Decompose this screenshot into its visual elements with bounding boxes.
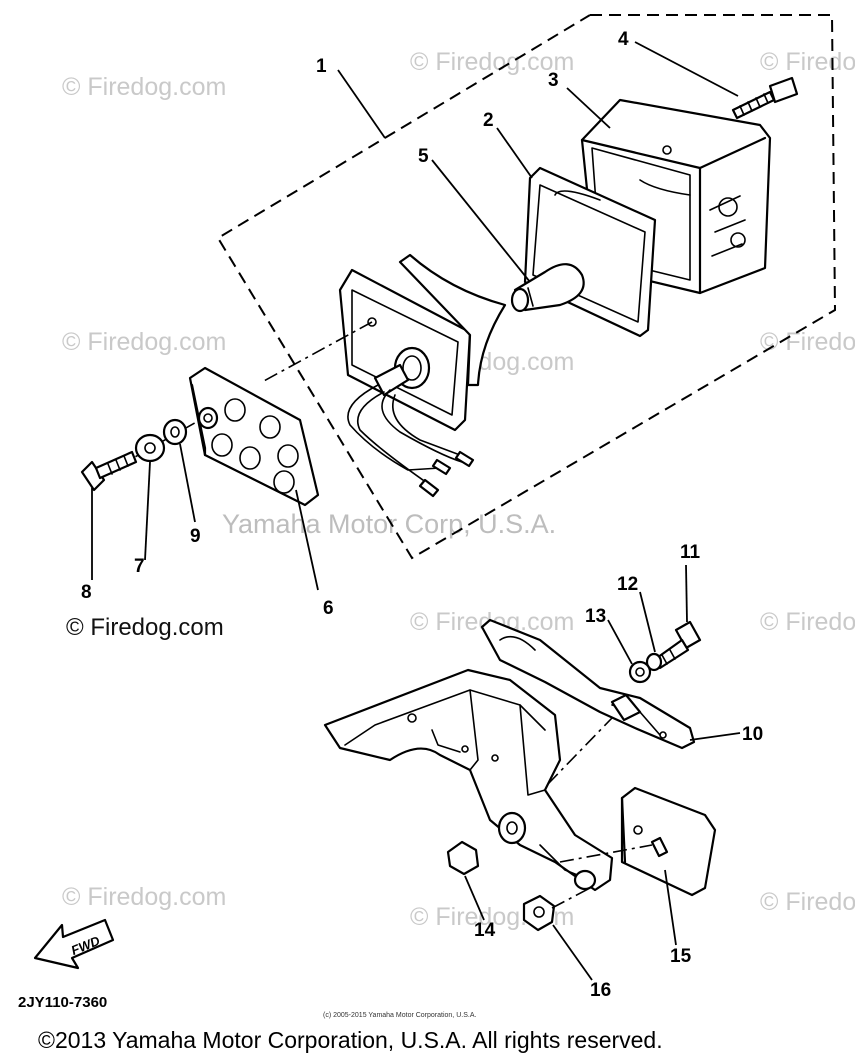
diagram-part-code: 2JY110-7360 xyxy=(18,994,107,1011)
bracket-washer xyxy=(628,660,652,684)
callout-2: 2 xyxy=(483,110,494,131)
assembly-line xyxy=(559,844,653,863)
assembly-line xyxy=(551,887,591,909)
callout-5: 5 xyxy=(418,146,429,167)
callout-9: 9 xyxy=(190,526,201,547)
assembly-boundary xyxy=(216,14,837,560)
bulb xyxy=(510,263,585,313)
bracket-bolt xyxy=(652,620,702,670)
callout-16: 16 xyxy=(590,980,611,1001)
callout-6: 6 xyxy=(323,598,334,619)
watermark-yamaha: Yamaha Motor Corp, U.S.A. xyxy=(222,509,556,539)
callout-labels: 1 2 3 4 5 6 7 8 9 10 11 12 13 14 15 16 xyxy=(81,29,763,1001)
callout-7: 7 xyxy=(134,556,145,577)
plate-bolt xyxy=(80,450,138,492)
callout-1: 1 xyxy=(316,56,327,77)
callout-4: 4 xyxy=(618,29,629,50)
rear-fender-bracket xyxy=(323,668,614,892)
watermark-firedog-dark: © Firedog.com xyxy=(66,614,224,641)
copyright-notice: ©2013 Yamaha Motor Corporation, U.S.A. A… xyxy=(38,1027,663,1053)
watermark-firedog: © Firedog.com xyxy=(410,48,574,76)
watermark-firedog: © Firedog.com xyxy=(62,883,226,911)
assembly-line xyxy=(261,321,373,383)
spring-washer xyxy=(645,652,663,672)
license-bracket xyxy=(480,618,696,750)
watermark-firedog: © Firedog.com xyxy=(760,328,855,356)
rear-reflector xyxy=(620,786,717,897)
watermark-firedog: © Firedog.com xyxy=(62,328,226,356)
lamp-plate xyxy=(188,366,320,507)
callout-15: 15 xyxy=(670,946,692,967)
leader-lines xyxy=(91,41,741,981)
bracket-nut xyxy=(522,894,556,932)
watermark-firedog: © Firedog.com xyxy=(760,48,855,76)
callout-10: 10 xyxy=(742,724,763,745)
watermark-firedog: © Firedog.com xyxy=(62,73,226,101)
callout-11: 11 xyxy=(680,542,701,563)
callout-12: 12 xyxy=(617,574,638,595)
lamp-base xyxy=(338,253,507,498)
reflector-nut xyxy=(446,840,480,876)
lens-screw xyxy=(731,76,799,120)
callout-14: 14 xyxy=(474,920,496,941)
fwd-arrow-icon: FWD xyxy=(33,918,115,970)
watermark-firedog: © Firedog.com xyxy=(760,888,855,916)
small-copyright: (c) 2005-2015 Yamaha Motor Corporation, … xyxy=(323,1012,476,1019)
callout-8: 8 xyxy=(81,582,92,603)
callout-13: 13 xyxy=(585,606,606,627)
watermark-firedog: © Firedog.com xyxy=(760,608,855,636)
rubber-washer xyxy=(162,418,188,446)
flat-washer xyxy=(134,433,166,463)
callout-3: 3 xyxy=(548,70,559,91)
